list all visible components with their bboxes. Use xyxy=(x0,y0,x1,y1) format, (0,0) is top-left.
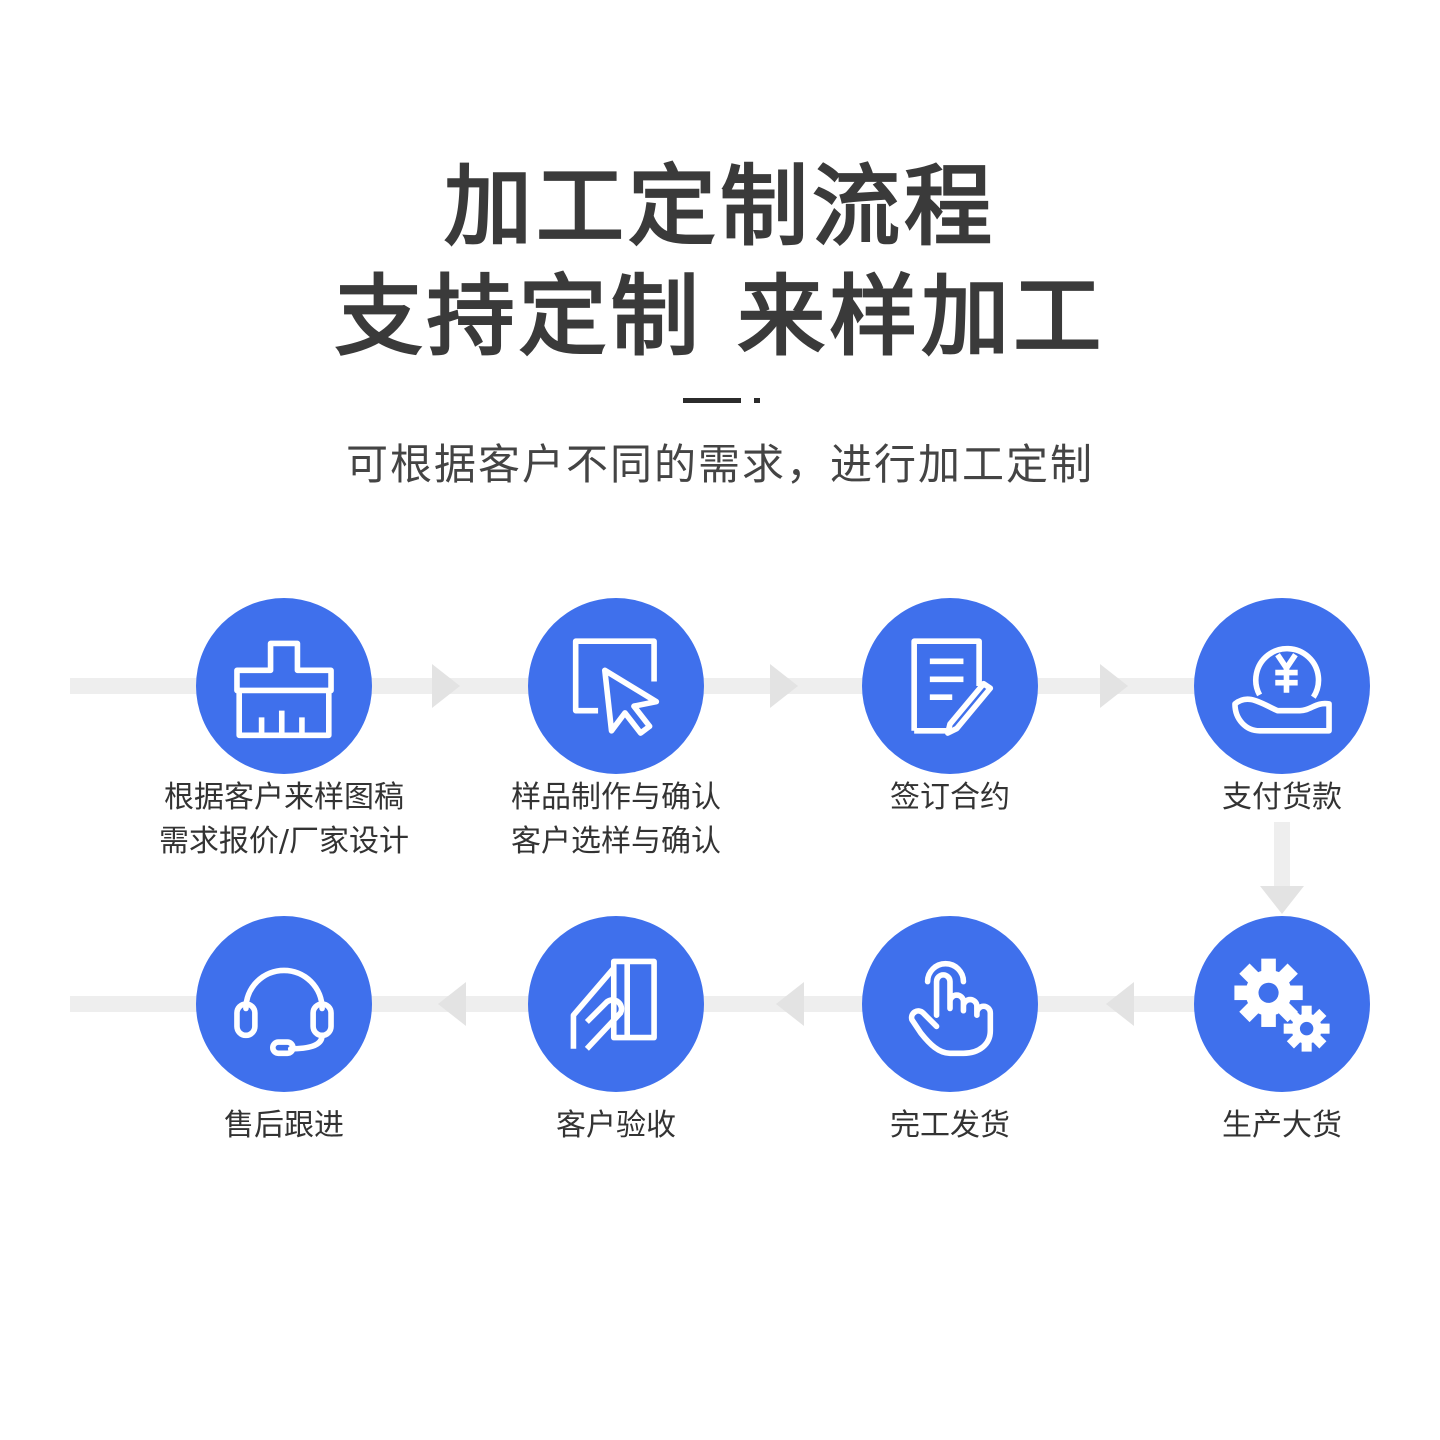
brush-icon xyxy=(234,640,334,739)
gears-icon xyxy=(1234,958,1330,1052)
step-1-label: 根据客户来样图稿 需求报价/厂家设计 xyxy=(158,780,410,859)
arrow-right-icon xyxy=(770,664,798,708)
step-2-circle xyxy=(528,598,704,774)
step-4-label: 支付货款 xyxy=(1222,780,1342,815)
step-7-circle xyxy=(528,916,704,1092)
step-3-circle xyxy=(862,598,1038,774)
step-6-label: 完工发货 xyxy=(890,1108,1010,1143)
page-title: 加工定制流程 xyxy=(443,155,996,258)
arrow-right-icon xyxy=(432,664,460,708)
step-6-circle xyxy=(862,916,1038,1092)
page-description: 可根据客户不同的需求，进行加工定制 xyxy=(345,440,1094,489)
step-2-label: 样品制作与确认 客户选样与确认 xyxy=(511,780,721,859)
connector-line-vertical xyxy=(1274,822,1290,902)
payment-icon xyxy=(1232,645,1332,734)
tap-hand-icon xyxy=(908,960,994,1057)
arrow-left-icon xyxy=(438,982,466,1026)
step-5-circle xyxy=(1194,916,1370,1092)
contract-icon xyxy=(911,638,994,736)
step-8-circle xyxy=(196,916,372,1092)
arrow-left-icon xyxy=(1106,982,1134,1026)
arrow-left-icon xyxy=(776,982,804,1026)
title-divider-dot xyxy=(754,398,760,403)
step-4-circle xyxy=(1194,598,1370,774)
title-divider xyxy=(683,398,741,403)
step-8-label: 售后跟进 xyxy=(224,1108,344,1143)
step-5-label: 生产大货 xyxy=(1222,1108,1342,1143)
page-subtitle-heading: 支持定制 来样加工 xyxy=(334,265,1106,368)
card-in-hand-icon xyxy=(570,958,657,1051)
arrow-down-icon xyxy=(1260,886,1304,914)
touch-screen-icon xyxy=(572,638,660,736)
headset-icon xyxy=(234,967,334,1057)
step-1-circle xyxy=(196,598,372,774)
step-7-label: 客户验收 xyxy=(556,1108,676,1143)
step-3-label: 签订合约 xyxy=(890,780,1010,815)
arrow-right-icon xyxy=(1100,664,1128,708)
